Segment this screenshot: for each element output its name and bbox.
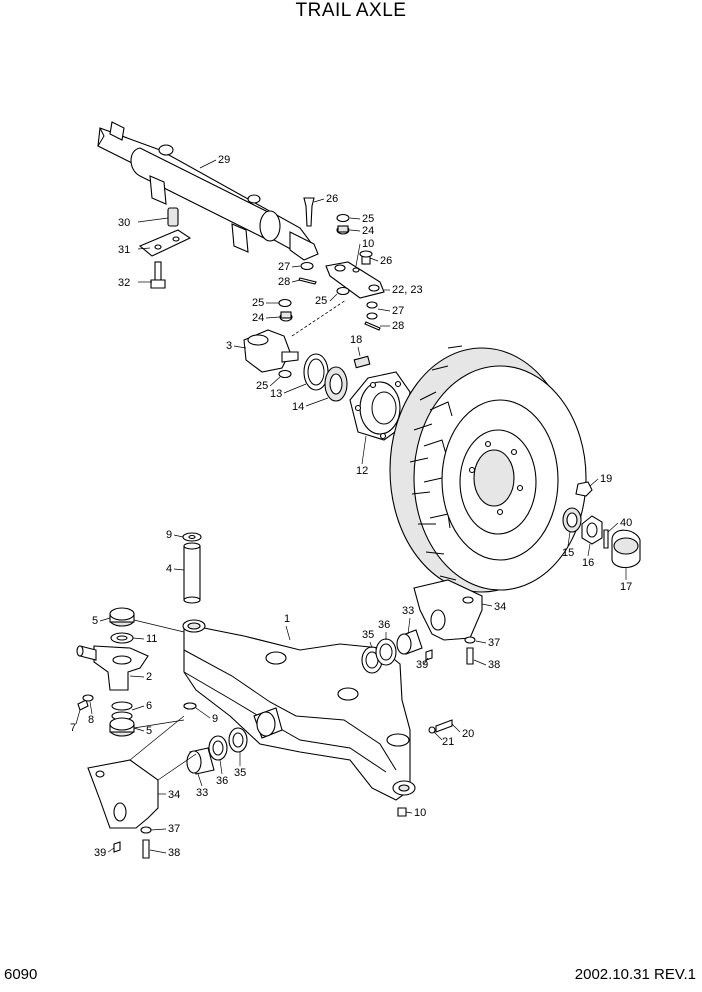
callout-27a: 27: [278, 261, 290, 273]
callout-5b: 5: [146, 725, 152, 737]
callout-3: 3: [226, 340, 232, 352]
tire-wheel: [389, 345, 587, 593]
callout-17: 17: [620, 581, 632, 593]
callout-26a: 26: [326, 193, 338, 205]
axle-beam: [182, 619, 416, 801]
callout-19: 19: [600, 473, 612, 485]
callout-2223: 22, 23: [392, 284, 423, 296]
callout-9a: 9: [166, 529, 172, 541]
callout-33b: 33: [196, 787, 208, 799]
callout-38b: 38: [168, 847, 180, 859]
callout-13: 13: [270, 388, 282, 400]
callout-6: 6: [146, 700, 152, 712]
callout-40: 40: [620, 517, 632, 529]
callout-36b: 36: [216, 775, 228, 787]
knuckle-assembly: [243, 329, 371, 402]
callout-21: 21: [442, 736, 454, 748]
callout-34b: 34: [168, 789, 180, 801]
callout-18: 18: [350, 334, 362, 346]
callout-39b: 39: [94, 847, 106, 859]
callout-35b: 35: [234, 767, 246, 779]
callout-25d: 25: [256, 380, 268, 392]
callout-38a: 38: [488, 659, 500, 671]
page-title: TRAIL AXLE: [295, 0, 407, 21]
callout-26b: 26: [380, 255, 392, 267]
callout-37b: 37: [168, 823, 180, 835]
callout-24b: 24: [252, 312, 264, 324]
callout-28a: 28: [278, 276, 290, 288]
callout-32: 32: [118, 277, 130, 289]
callout-20: 20: [462, 728, 474, 740]
callout-10a: 10: [362, 238, 374, 250]
callout-1: 1: [284, 613, 290, 625]
callout-14: 14: [292, 401, 304, 413]
callout-11: 11: [146, 633, 157, 645]
callout-25a: 25: [362, 213, 374, 225]
callout-30: 30: [118, 217, 130, 229]
callout-24a: 24: [362, 225, 374, 237]
callout-9b: 9: [212, 713, 218, 725]
axle-fasteners: [397, 719, 453, 817]
cylinder-mount-parts: [138, 207, 192, 289]
callout-2: 2: [146, 671, 152, 683]
king-pin: [182, 532, 202, 604]
callouts: 29 30 31 32 26 25 24 10 26 27 28 25 22, …: [70, 154, 632, 859]
left-bushings: [87, 715, 248, 859]
callout-34a: 34: [494, 601, 506, 613]
revision-date: 2002.10.31 REV.1: [574, 966, 696, 983]
callout-4: 4: [166, 563, 172, 575]
callout-5a: 5: [92, 615, 98, 627]
callout-8: 8: [88, 714, 94, 726]
callout-35a: 35: [362, 629, 374, 641]
callout-28b: 28: [392, 320, 404, 332]
callout-25c: 25: [252, 297, 264, 309]
callout-25b: 25: [315, 295, 327, 307]
callout-33a: 33: [402, 605, 414, 617]
callout-27b: 27: [392, 305, 404, 317]
steering-cylinder: [97, 121, 319, 261]
left-knuckle: [76, 607, 197, 737]
callout-7: 7: [70, 722, 76, 734]
callout-12: 12: [356, 465, 368, 477]
hub-small-parts: [562, 481, 641, 569]
callout-29: 29: [218, 154, 230, 166]
callout-16: 16: [582, 557, 594, 569]
callout-15: 15: [562, 547, 574, 559]
wheel-hub: [349, 371, 411, 441]
page-number: 6090: [4, 966, 38, 983]
callout-36a: 36: [378, 619, 390, 631]
callout-10b: 10: [414, 807, 426, 819]
callout-31: 31: [118, 244, 130, 256]
callout-37a: 37: [488, 637, 500, 649]
right-bushings: [361, 579, 483, 674]
